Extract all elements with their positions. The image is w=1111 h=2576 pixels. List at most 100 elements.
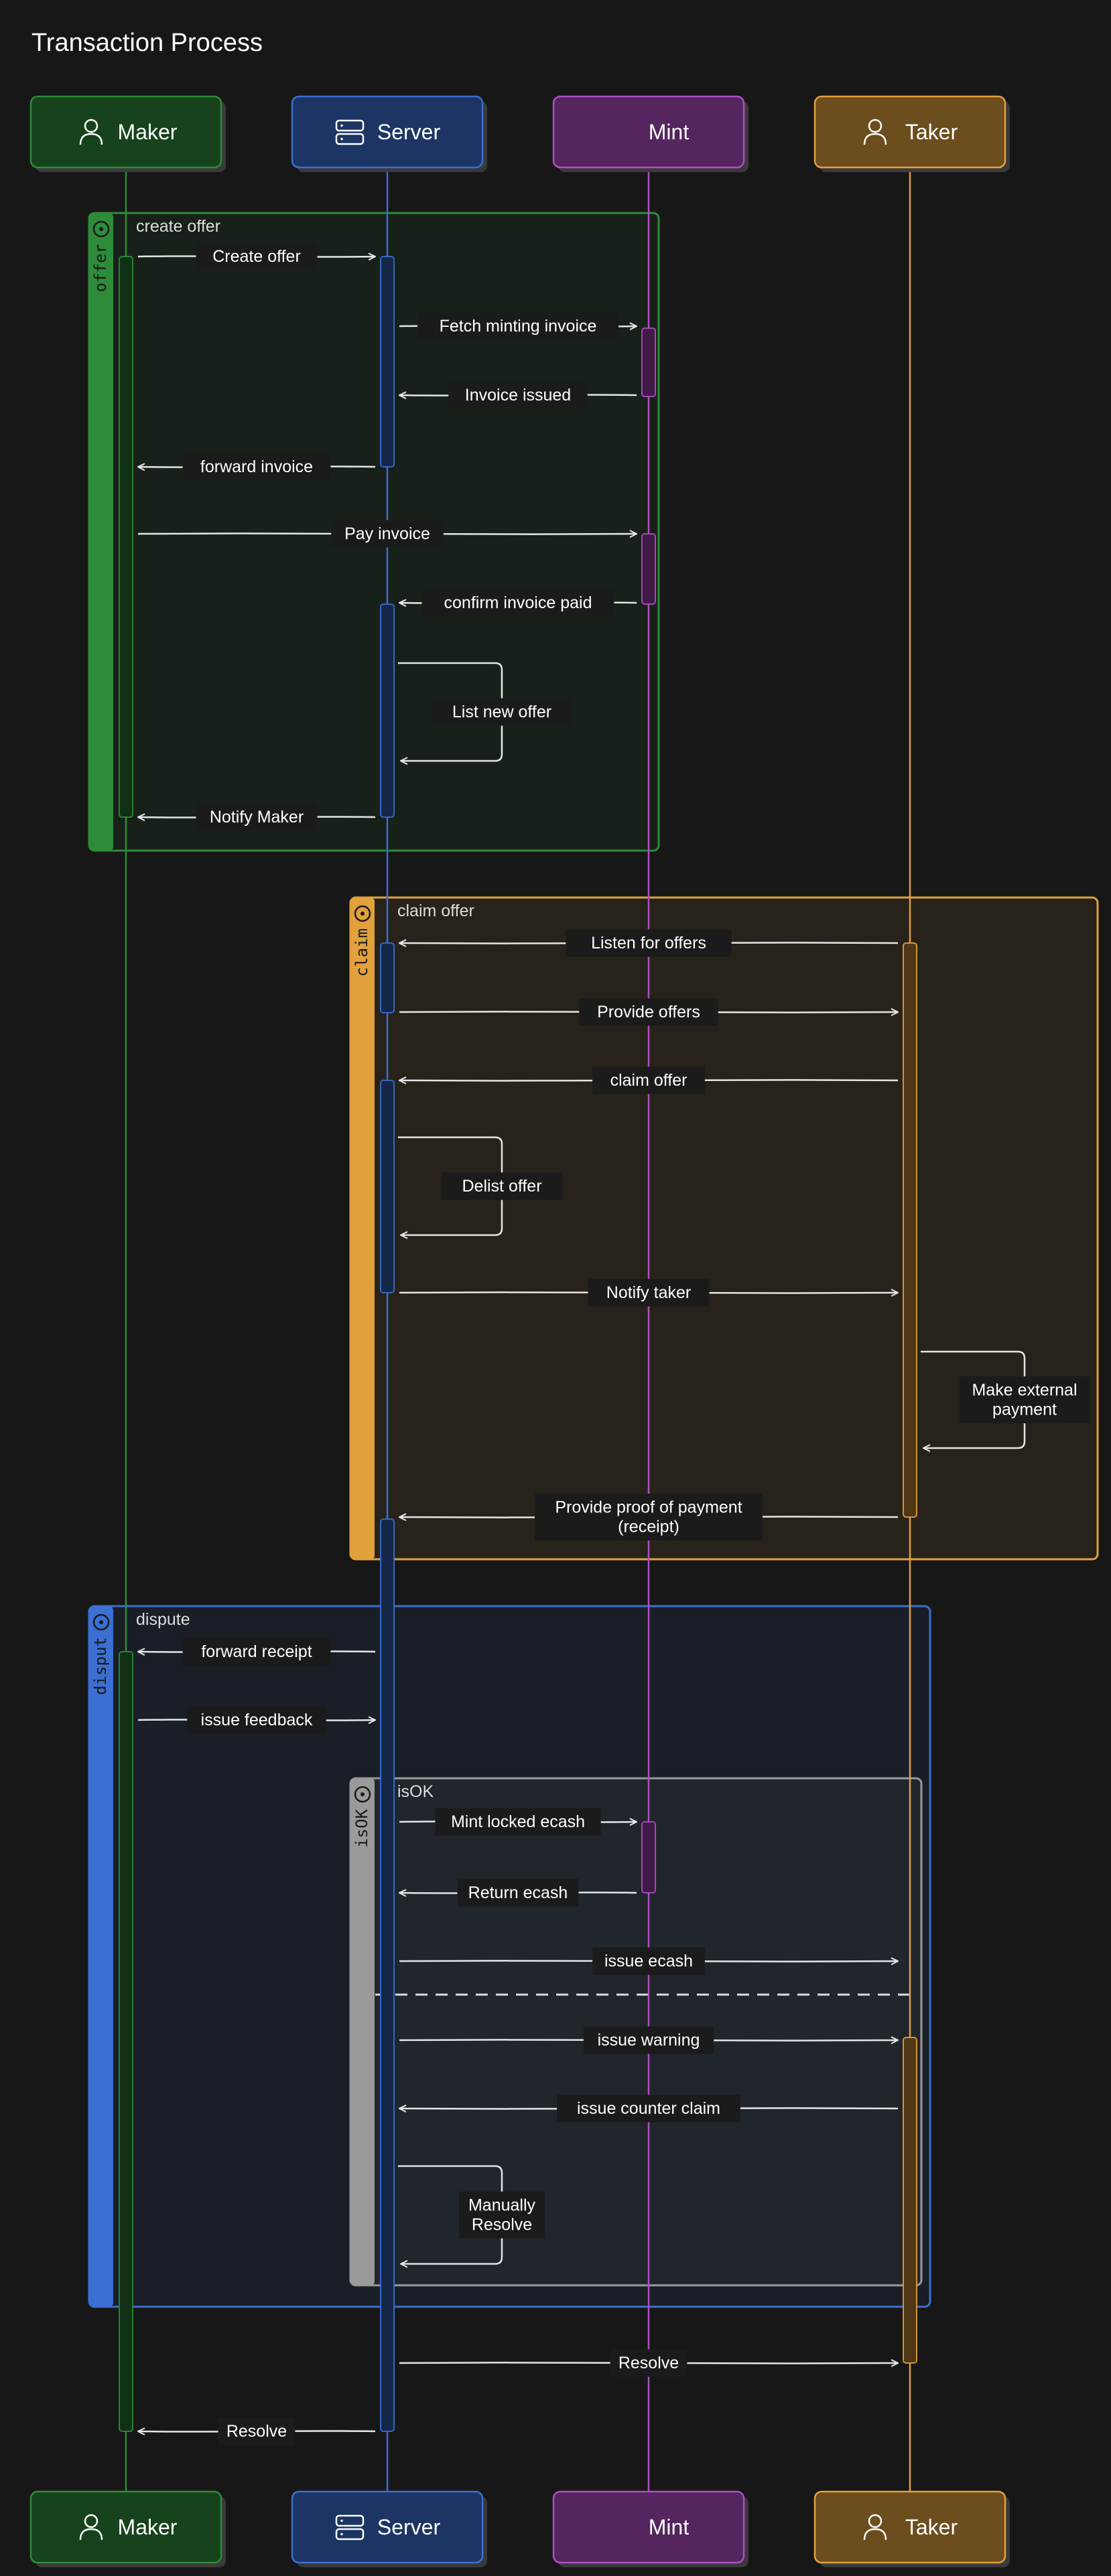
- activation-mint: [641, 1821, 656, 1893]
- activation-server: [380, 1518, 395, 2432]
- message-21: issue warning: [399, 2026, 898, 2054]
- message-label: forward invoice: [200, 457, 313, 476]
- participant-server-bottom: Server: [291, 2490, 487, 2567]
- message-label: Delist offer: [462, 1177, 541, 1196]
- participant-label: Taker: [905, 120, 958, 144]
- group-tab: [350, 898, 375, 1559]
- person-icon: [863, 2514, 887, 2541]
- message-label: Resolve: [226, 2422, 287, 2441]
- message-label-bg: [432, 698, 572, 726]
- message-label: claim offer: [610, 1071, 688, 1090]
- participant-maker-top: Maker: [29, 95, 226, 172]
- group-title: isOK: [397, 1782, 434, 1801]
- group-claim: claim claim offer: [349, 896, 1099, 1561]
- activation-server: [380, 603, 395, 818]
- message-label-bg: [459, 2192, 545, 2238]
- message-24: Resolve: [399, 2349, 898, 2377]
- message-2: Fetch minting invoice: [399, 312, 637, 340]
- activation-server: [380, 256, 395, 468]
- message-label-bg: [535, 1494, 763, 1541]
- server-icon: [335, 2514, 365, 2541]
- participant-label: Mint: [649, 120, 690, 144]
- message-18: Mint locked ecash: [399, 1808, 637, 1836]
- person-icon: [79, 119, 103, 145]
- group-disput: disput dispute: [88, 1605, 931, 2308]
- message-label-bg: [441, 1172, 563, 1200]
- message-1: Create offer: [137, 242, 375, 271]
- group-icon: [354, 1786, 371, 1803]
- message-label-bg: [588, 1279, 710, 1307]
- participant-mint-top: Mint: [552, 95, 748, 172]
- message-10: Provide offers: [399, 998, 898, 1026]
- group-tab: [89, 213, 113, 851]
- message-4: forward invoice: [138, 453, 376, 481]
- message-label: Invoice issued: [465, 386, 571, 405]
- activation-maker: [119, 1651, 133, 2432]
- participant-taker-bottom: Taker: [813, 2490, 1010, 2567]
- group-tab-label: offer: [91, 244, 110, 292]
- message-label: Resolve: [618, 2354, 679, 2372]
- participant-label: Taker: [905, 2515, 958, 2539]
- message-19: Return ecash: [399, 1879, 637, 1907]
- message-11: claim offer: [399, 1066, 899, 1094]
- group-icon: [92, 220, 110, 238]
- message-label: Notify taker: [606, 1283, 691, 1302]
- message-label-bg: [187, 1706, 326, 1734]
- message-9: Listen for offers: [399, 929, 899, 957]
- message-label-bg: [457, 1879, 579, 1907]
- message-label: Fetch minting invoice: [440, 317, 597, 336]
- message-label: issue warning: [598, 2031, 700, 2050]
- participant-label: Maker: [118, 2515, 178, 2539]
- group-tab: [350, 1778, 375, 2285]
- message-label: Return ecash: [468, 1883, 568, 1902]
- message-label: forward receipt: [201, 1642, 312, 1661]
- group-tab-label: claim: [352, 928, 371, 977]
- person-icon: [863, 119, 887, 145]
- message-label: Notify Maker: [210, 808, 304, 827]
- message-label: issue ecash: [604, 1952, 693, 1971]
- message-label-bg: [579, 998, 718, 1026]
- message-16: forward receipt: [138, 1638, 376, 1666]
- message-label: Create offer: [212, 247, 301, 266]
- message-label: Pay invoice: [344, 524, 430, 543]
- message-3: Invoice issued: [399, 381, 637, 409]
- message-12: Delist offer: [398, 1136, 563, 1235]
- activation-mint: [641, 533, 656, 605]
- message-label-bg: [592, 1947, 705, 1975]
- message-label-bg: [196, 242, 318, 271]
- activation-taker: [903, 942, 917, 1518]
- activation-mint: [641, 328, 656, 397]
- message-label-bg: [959, 1376, 1090, 1423]
- group-tab-label: disput: [91, 1637, 110, 1695]
- message-label-bg: [557, 2094, 740, 2123]
- group-tab: [89, 1606, 113, 2307]
- participant-label: Mint: [649, 2515, 690, 2539]
- message-label: issue feedback: [201, 1711, 313, 1729]
- group-tab-label: isOK: [352, 1808, 371, 1847]
- message-label-bg: [421, 589, 614, 617]
- participant-maker-bottom: Maker: [29, 2490, 226, 2567]
- message-label: Provide proof of payment(receipt): [555, 1498, 742, 1536]
- activation-maker: [119, 256, 133, 818]
- message-label-bg: [417, 312, 619, 340]
- message-label: Provide offers: [597, 1003, 700, 1021]
- group-title: dispute: [136, 1610, 190, 1629]
- message-25: Resolve: [138, 2417, 376, 2445]
- message-label-bg: [196, 803, 318, 831]
- message-label: confirm invoice paid: [444, 593, 592, 612]
- group-icon: [354, 905, 371, 922]
- person-icon: [79, 2514, 103, 2541]
- server-icon: [335, 119, 365, 145]
- message-label-bg: [331, 520, 444, 548]
- message-label-bg: [182, 453, 331, 481]
- message-label-bg: [435, 1808, 601, 1836]
- message-label: Mint locked ecash: [451, 1812, 585, 1831]
- participant-label: Server: [377, 120, 441, 144]
- message-label-bg: [566, 929, 732, 957]
- message-label: issue counter claim: [577, 2099, 720, 2118]
- message-15: Provide proof of payment(receipt): [399, 1494, 899, 1541]
- activation-server: [380, 1080, 395, 1293]
